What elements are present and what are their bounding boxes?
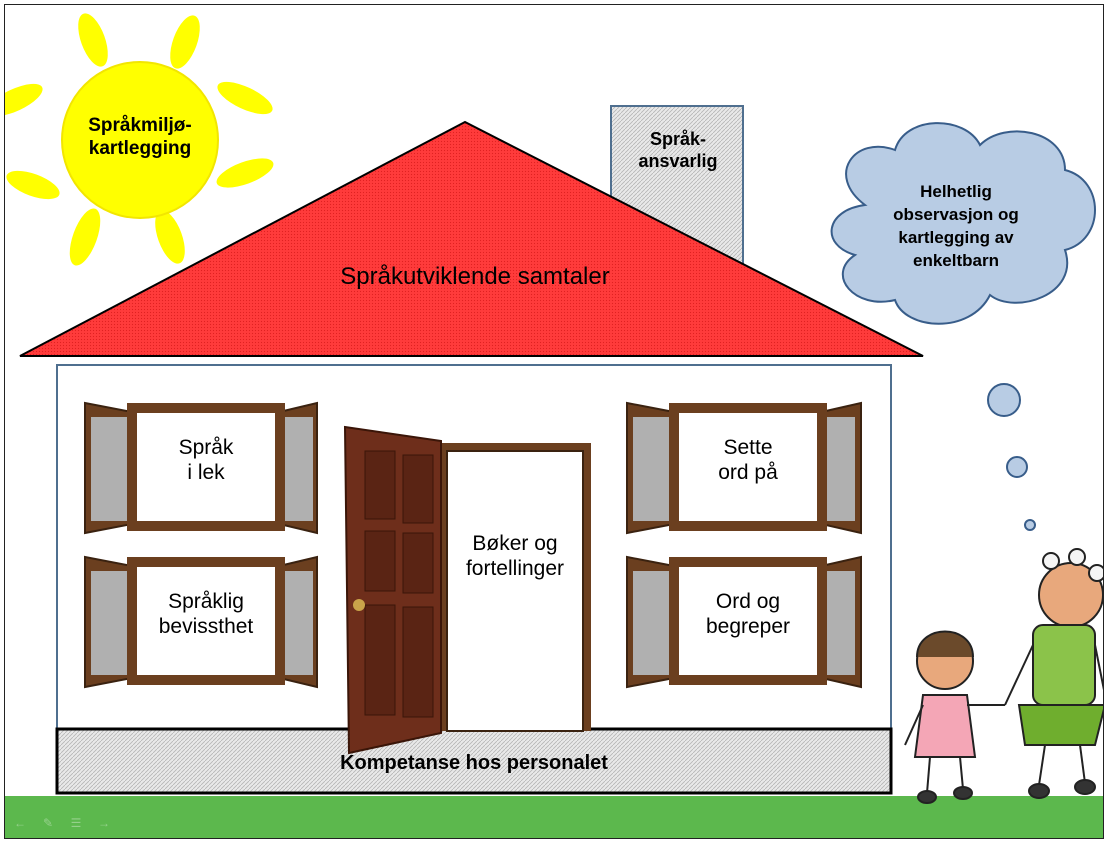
window-label-ord-og-begreper: Ord og begreper <box>679 589 817 639</box>
sun-label-line2: kartlegging <box>88 137 192 159</box>
window-label-line2: i lek <box>187 461 225 485</box>
cloud-label-line4: enkeltbarn <box>913 250 999 270</box>
sun-label: Språkmiljø- kartlegging <box>65 115 215 161</box>
house-illustration <box>5 13 1103 838</box>
open-door <box>343 425 591 755</box>
roof <box>19 120 924 357</box>
door-label: Bøker og fortellinger <box>447 531 583 581</box>
window-label-line1: Språklig <box>168 590 244 613</box>
window-label-line2: bevissthet <box>158 615 254 639</box>
chimney-label: Språk- ansvarlig <box>613 129 743 172</box>
window-label-line2: ord på <box>718 461 778 485</box>
children-drawing-icon <box>904 548 1103 804</box>
back-arrow-icon[interactable]: ← <box>14 816 26 830</box>
pen-icon[interactable]: ✎ <box>42 816 54 830</box>
cloud-label: Helhetlig observasjon og kartlegging av … <box>851 181 1061 273</box>
ground <box>5 796 1103 838</box>
sun-icon <box>5 13 274 266</box>
foundation <box>55 727 893 795</box>
cloud-label-line2: observasjon og <box>893 204 1019 224</box>
window-label-line1: Sette <box>723 436 773 459</box>
window-label-line2: begreper <box>705 615 791 639</box>
cloud-label-line3: kartlegging av <box>898 227 1014 247</box>
roof-label: Språkutviklende samtaler <box>340 263 610 290</box>
chimney-label-line2: ansvarlig <box>638 150 718 171</box>
window-label-line1: Språk <box>178 436 234 459</box>
window-label-sprak-i-lek: Språk i lek <box>137 435 275 485</box>
slide: Språkmiljø- kartlegging Språk- ansvarlig… <box>4 4 1104 839</box>
forward-arrow-icon[interactable]: → <box>98 816 110 830</box>
door-knob-icon <box>353 599 365 611</box>
foundation-label: Kompetanse hos personalet <box>340 752 608 774</box>
window-frames <box>84 401 862 689</box>
window-label-spraklig-bevissthet: Språklig bevissthet <box>137 589 275 639</box>
sun-label-line1: Språkmiljø- <box>88 115 192 136</box>
menu-icon[interactable]: ☰ <box>70 816 82 830</box>
presentation-toolbar: ← ✎ ☰ → <box>13 816 111 830</box>
window-label-sette-ord-pa: Sette ord på <box>679 435 817 485</box>
door-label-line1: Bøker og <box>472 532 558 555</box>
cloud-label-line1: Helhetlig <box>920 182 992 201</box>
thought-cloud <box>830 122 1096 531</box>
door-label-line2: fortellinger <box>465 557 565 581</box>
chimney-label-line1: Språk- <box>649 129 707 149</box>
window-label-line1: Ord og <box>715 590 781 613</box>
